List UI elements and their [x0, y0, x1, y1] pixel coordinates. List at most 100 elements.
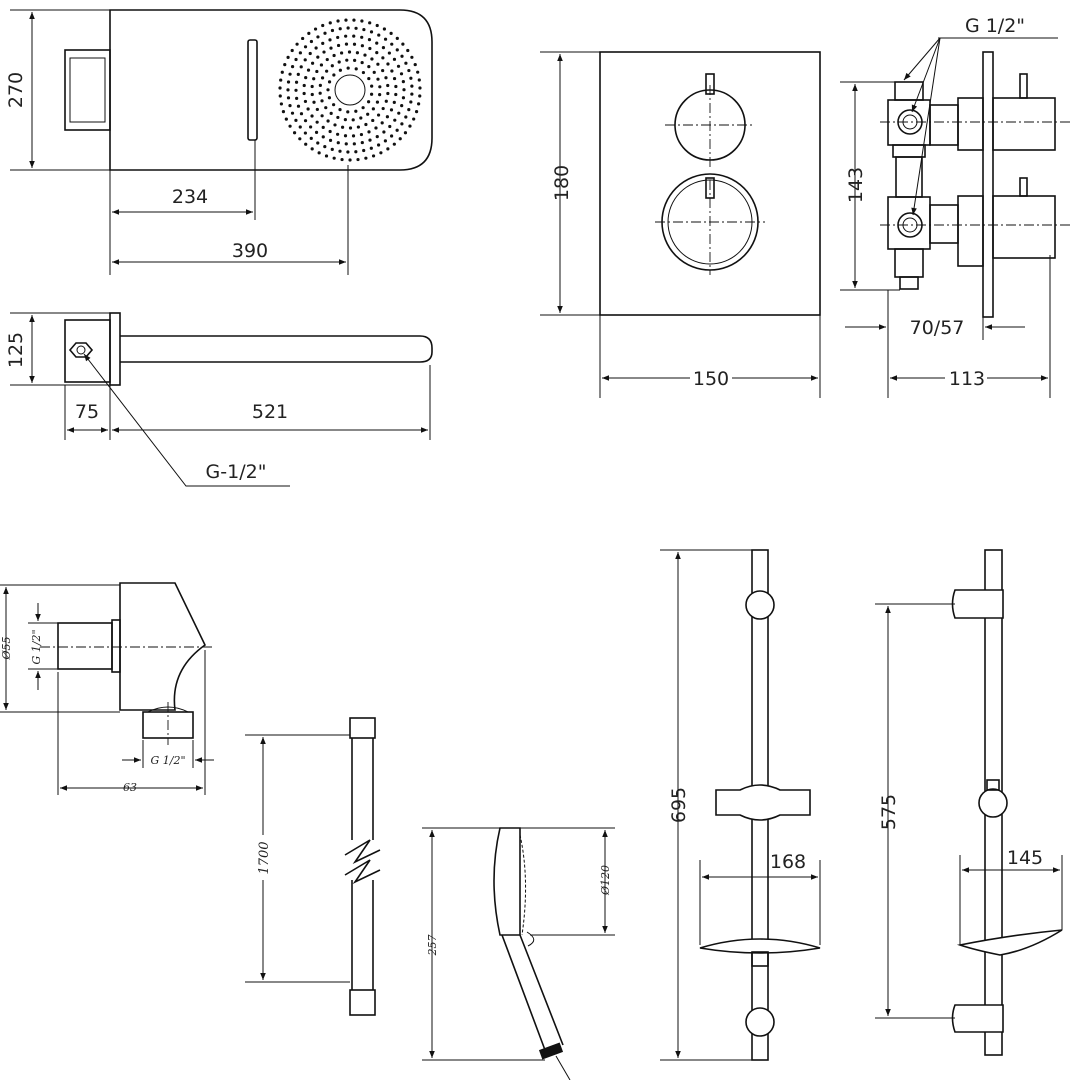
nozzle-dot [345, 58, 349, 62]
nozzle-dot [314, 46, 318, 50]
nozzle-dot [343, 118, 347, 122]
nozzle-dot [316, 55, 320, 59]
nozzle-dot [407, 68, 411, 73]
nozzle-dot [404, 115, 408, 119]
nozzle-dot [332, 156, 336, 160]
nozzle-dot [396, 64, 401, 68]
nozzle-dot [352, 42, 357, 46]
nozzle-dot [387, 51, 391, 55]
nozzle-dot [328, 129, 332, 134]
nozzle-dot [380, 121, 384, 125]
dim-113: 113 [949, 368, 985, 390]
nozzle-dot [348, 126, 353, 130]
nozzle-dot [298, 51, 302, 55]
nozzle-dot [326, 119, 330, 123]
nozzle-dot [346, 110, 350, 114]
nozzle-dot [410, 84, 414, 88]
nozzle-dot [409, 76, 413, 80]
nozzle-dot [328, 138, 333, 142]
nozzle-dot [307, 31, 311, 35]
nozzle-dot [392, 76, 397, 81]
nozzle-dot [309, 136, 313, 141]
nozzle-dot [298, 137, 302, 141]
nozzle-dot [400, 54, 404, 58]
nozzle-dot [368, 21, 372, 25]
nozzle-dot [382, 130, 386, 134]
nozzle-dot [344, 142, 348, 146]
nozzle-dot [286, 80, 291, 84]
nozzle-dot [316, 35, 320, 39]
nozzle-dot [325, 69, 329, 73]
nozzle-dot [336, 43, 341, 48]
nozzle-dot [389, 108, 394, 112]
nozzle-dot [370, 84, 374, 88]
nozzle-dot [328, 38, 332, 42]
nozzle-dot [329, 111, 333, 115]
shower-hose: 1700 [245, 717, 381, 1016]
nozzle-dot [406, 48, 410, 53]
nozzle-dot [399, 72, 404, 76]
nozzle-dot [368, 46, 372, 51]
nozzle-dot [306, 107, 310, 111]
dim-168: 168 [770, 851, 806, 873]
nozzle-dot [346, 26, 350, 30]
nozzle-dot [371, 118, 375, 123]
nozzle-dot [418, 86, 422, 90]
nozzle-dot [317, 151, 321, 155]
nozzle-dot [390, 42, 394, 46]
nozzle-dot [336, 141, 340, 145]
nozzle-dot [315, 107, 319, 112]
nozzle-pattern [278, 18, 422, 162]
nozzle-dot [298, 125, 302, 129]
nozzle-dot [279, 102, 283, 106]
nozzle-dot [295, 42, 299, 46]
nozzle-dot [315, 69, 319, 74]
nozzle-dot [294, 57, 298, 62]
nozzle-dot [386, 91, 390, 96]
nozzle-dot [321, 23, 325, 28]
nozzle-dot [392, 57, 397, 61]
nozzle-dot [407, 108, 411, 112]
hand-shower: 257 Ø120 [422, 827, 615, 1080]
nozzle-dot [366, 112, 370, 116]
nozzle-dot [318, 91, 322, 95]
slide-rail-side: 575 145 [875, 549, 1063, 1056]
nozzle-dot [343, 134, 348, 138]
nozzle-dot [348, 158, 352, 162]
nozzle-dot [384, 76, 388, 80]
nozzle-dot [283, 63, 287, 67]
nozzle-dot [288, 72, 292, 76]
nozzle-dot [329, 46, 333, 50]
nozzle-dot [296, 72, 300, 76]
nozzle-dot [284, 117, 288, 121]
nozzle-dot [338, 108, 342, 112]
nozzle-dot [312, 77, 316, 81]
nozzle-dot [332, 73, 336, 77]
dim-145: 145 [1007, 847, 1043, 869]
nozzle-dot [288, 104, 292, 108]
nozzle-dot [360, 44, 364, 48]
nozzle-dot [371, 154, 376, 158]
nozzle-dot [344, 34, 348, 38]
nozzle-dot [360, 35, 364, 39]
nozzle-dot [374, 126, 378, 130]
nozzle-dot [332, 103, 336, 107]
slide-rail-front: 695 168 [660, 549, 821, 1061]
nozzle-dot [381, 68, 385, 73]
nozzle-dot [402, 88, 406, 92]
nozzle-dot [319, 63, 324, 67]
nozzle-dot [310, 84, 314, 89]
nozzle-dot [384, 99, 388, 103]
nozzle-dot [367, 65, 371, 69]
nozzle-dot [295, 96, 299, 100]
nozzle-dot [392, 100, 396, 104]
nozzle-dot [377, 33, 381, 37]
nozzle-dot [308, 51, 312, 56]
nozzle-dot [390, 69, 394, 73]
nozzle-dot [321, 125, 325, 129]
nozzle-dot [395, 48, 399, 52]
nozzle-dot [321, 41, 325, 45]
nozzle-dot [371, 107, 375, 111]
nozzle-dot [400, 122, 404, 126]
